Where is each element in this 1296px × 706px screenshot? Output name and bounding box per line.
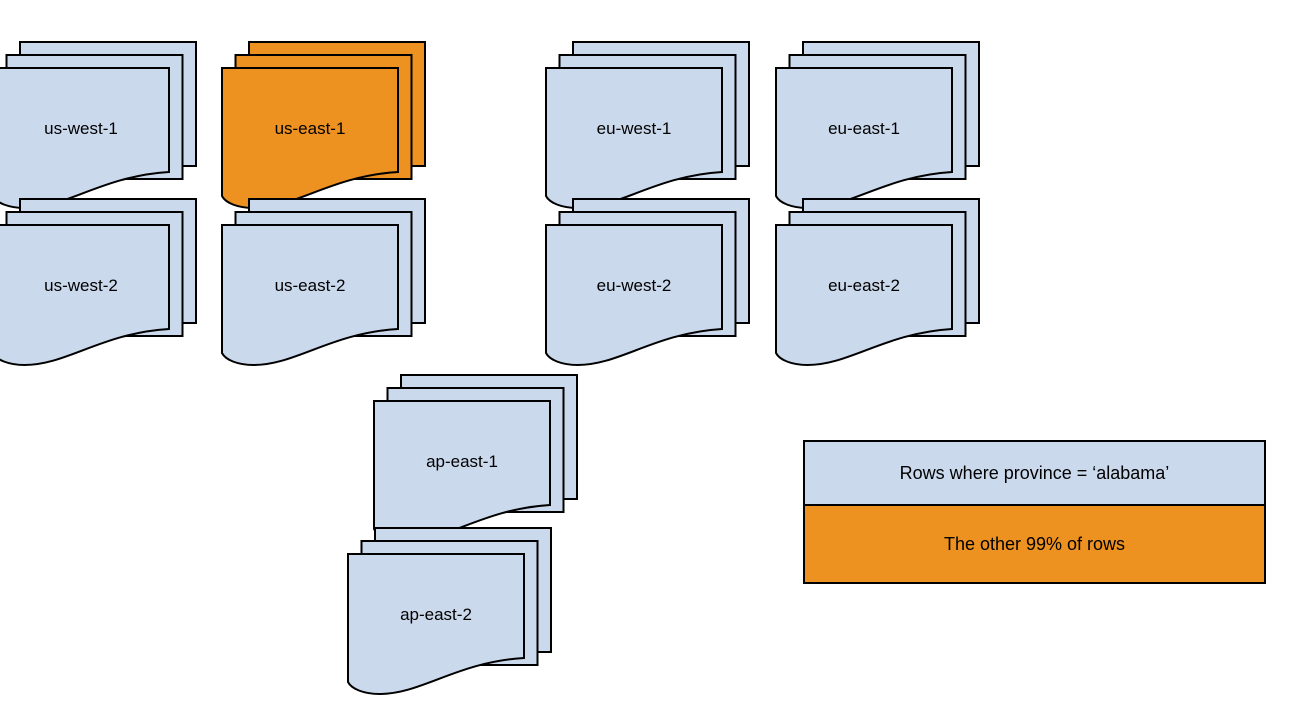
- stack-shape-us-west-1: [0, 41, 197, 210]
- document-sheet-front: [545, 67, 723, 210]
- document-stack-us-west-1[interactable]: us-west-1: [0, 40, 198, 220]
- stack-shape-eu-east-1: [775, 41, 980, 210]
- document-stack-eu-east-1[interactable]: eu-east-1: [774, 40, 981, 220]
- stack-shape-eu-west-2: [545, 198, 750, 367]
- stack-shape-us-west-2: [0, 198, 197, 367]
- document-stack-us-east-2[interactable]: us-east-2: [220, 197, 427, 377]
- stack-shape-eu-east-2: [775, 198, 980, 367]
- legend-item-other-rows[interactable]: The other 99% of rows: [803, 506, 1266, 584]
- document-stack-eu-east-2[interactable]: eu-east-2: [774, 197, 981, 377]
- document-sheet-front: [221, 224, 399, 367]
- document-stack-ap-east-1[interactable]: ap-east-1: [372, 373, 579, 553]
- document-stack-us-east-1[interactable]: us-east-1: [220, 40, 427, 220]
- legend-item-label: The other 99% of rows: [943, 533, 1126, 554]
- stack-shape-ap-east-2: [347, 527, 552, 696]
- document-stack-ap-east-2[interactable]: ap-east-2: [346, 526, 553, 706]
- document-stack-eu-west-1[interactable]: eu-west-1: [544, 40, 751, 220]
- document-sheet-front: [545, 224, 723, 367]
- stack-shape-us-east-2: [221, 198, 426, 367]
- document-sheet-front: [0, 224, 170, 367]
- document-sheet-front: [775, 67, 953, 210]
- document-sheet-front: [373, 400, 551, 543]
- document-sheet-front: [775, 224, 953, 367]
- document-stack-us-west-2[interactable]: us-west-2: [0, 197, 198, 377]
- legend: Rows where province = ‘alabama’ The other…: [803, 440, 1266, 584]
- legend-item-label: Rows where province = ‘alabama’: [899, 462, 1170, 483]
- document-stack-eu-west-2[interactable]: eu-west-2: [544, 197, 751, 377]
- legend-item-alabama-rows[interactable]: Rows where province = ‘alabama’: [803, 440, 1266, 506]
- stack-shape-eu-west-1: [545, 41, 750, 210]
- document-sheet-front: [221, 67, 399, 210]
- document-sheet-front: [0, 67, 170, 210]
- document-sheet-front: [347, 553, 525, 696]
- stack-shape-ap-east-1: [373, 374, 578, 543]
- stack-shape-us-east-1: [221, 41, 426, 210]
